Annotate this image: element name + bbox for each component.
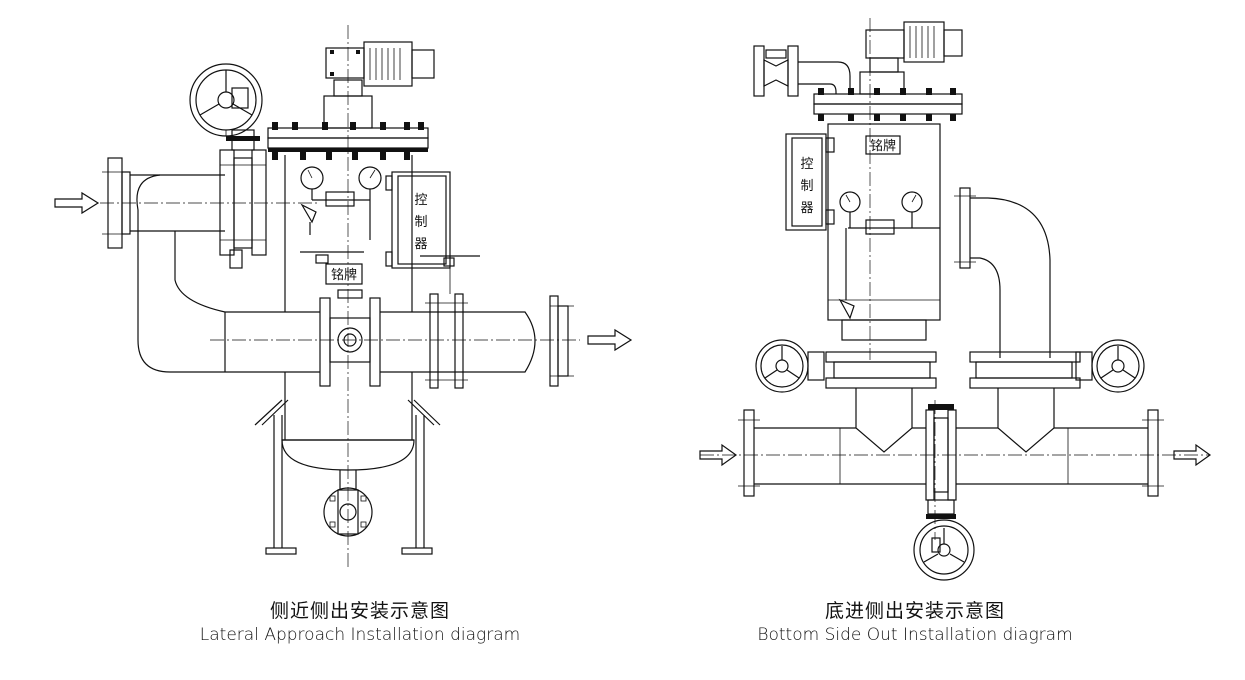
filter-body bbox=[827, 123, 941, 341]
handwheel-icon bbox=[189, 63, 263, 137]
differential-pressure-switch bbox=[300, 191, 370, 235]
controller-label-3: 器 bbox=[414, 237, 427, 252]
inlet-arrow-icon bbox=[54, 191, 100, 215]
differential-pressure-switch bbox=[838, 219, 940, 320]
outlet-pipe bbox=[224, 295, 574, 387]
inlet-elbow-outer bbox=[136, 174, 225, 373]
handwheel-icon bbox=[913, 519, 975, 581]
bottom-side-out-drawing: 控 制 器 铭牌 bbox=[699, 18, 1212, 581]
right-gate-valve bbox=[969, 351, 1081, 389]
inlet-elbow-inner bbox=[174, 231, 226, 313]
lateral-approach-drawing: 控 制 器 铭牌 bbox=[54, 25, 633, 570]
outlet-arrow-icon bbox=[1173, 443, 1212, 467]
caption-cn: 底进侧出安装示意图 bbox=[824, 600, 1005, 622]
top-flange bbox=[813, 88, 963, 121]
main-pipe bbox=[738, 409, 1164, 497]
controller-label-1: 控 bbox=[414, 193, 427, 208]
controller-box bbox=[385, 171, 451, 269]
drive-motor bbox=[859, 21, 963, 95]
inlet-gate-valve bbox=[219, 129, 267, 269]
support-legs bbox=[254, 399, 441, 555]
caption-en: Bottom Side Out Installation diagram bbox=[757, 625, 1073, 645]
handwheel-icon bbox=[1075, 339, 1145, 393]
flush-outlet-pipe bbox=[753, 45, 851, 97]
outlet-arrow-icon bbox=[587, 328, 633, 352]
drain-flange bbox=[323, 487, 373, 537]
pressure-gauge-icon bbox=[300, 166, 324, 200]
controller-label-1: 控 bbox=[800, 157, 813, 172]
left-gate-valve bbox=[825, 351, 937, 389]
caption-cn: 侧近侧出安装示意图 bbox=[269, 600, 450, 622]
valve-handles bbox=[300, 251, 480, 294]
filter-body bbox=[281, 155, 415, 490]
secondary-valve bbox=[425, 293, 468, 389]
pressure-gauge-icon bbox=[358, 166, 382, 240]
lateral-approach-diagram: 控 制 器 铭牌 bbox=[20, 0, 660, 590]
nameplate-label: 铭牌 bbox=[331, 267, 357, 283]
inlet-flange bbox=[102, 157, 131, 249]
caption-right: 底进侧出安装示意图 Bottom Side Out Installation d… bbox=[705, 596, 1125, 645]
tee-connections bbox=[855, 388, 1055, 453]
caption-left: 侧近侧出安装示意图 Lateral Approach Installation … bbox=[160, 596, 560, 645]
outlet-elbow bbox=[954, 187, 1051, 358]
controller-label-2: 制 bbox=[800, 179, 813, 194]
bottom-inlet-valve bbox=[925, 404, 957, 519]
controller-box bbox=[785, 133, 835, 231]
drive-motor bbox=[323, 41, 435, 129]
pressure-gauge-icon bbox=[901, 191, 923, 228]
nameplate-label: 铭牌 bbox=[870, 138, 896, 154]
inlet-pipe bbox=[130, 174, 225, 232]
controller-label-2: 制 bbox=[414, 215, 427, 230]
nameplate bbox=[865, 135, 901, 155]
handwheel-icon bbox=[755, 339, 825, 393]
outlet-butterfly-valve bbox=[319, 289, 381, 387]
bottom-side-out-diagram: 控 制 器 铭牌 bbox=[670, 0, 1230, 590]
nameplate bbox=[325, 263, 363, 285]
controller-label-3: 器 bbox=[800, 201, 813, 216]
inlet-arrow-icon bbox=[699, 443, 738, 467]
caption-en: Lateral Approach Installation diagram bbox=[199, 625, 521, 645]
pressure-gauge-icon bbox=[839, 191, 861, 228]
